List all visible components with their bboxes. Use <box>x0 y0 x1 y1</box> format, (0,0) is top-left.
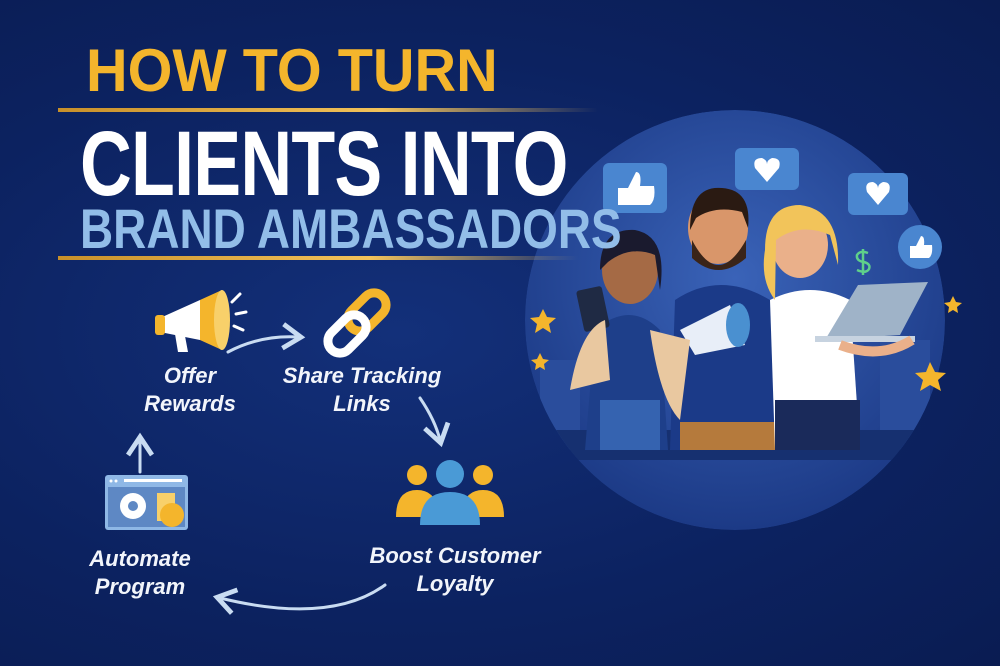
like-bubble-icon <box>603 163 667 213</box>
step-label-line: Offer <box>163 363 217 388</box>
arrow-links-to-loyalty <box>418 396 451 448</box>
title-line-3: BRAND AMBASSADORS <box>80 197 622 260</box>
hero-illustration <box>525 110 962 530</box>
title-line-2: CLIENTS INTO <box>80 113 568 215</box>
step-label-line: Share Tracking <box>282 363 442 388</box>
gold-divider-top <box>58 108 598 112</box>
step-label-line: Boost Customer <box>369 543 541 568</box>
like-circle-icon <box>898 225 942 269</box>
step-label-line: Program <box>94 574 186 599</box>
person-man-megaphone <box>650 187 790 450</box>
arrow-rewards-to-links <box>226 322 306 354</box>
flow-arrows <box>126 322 451 615</box>
arrow-loyalty-to-automate <box>212 583 387 615</box>
megaphone-icon <box>155 290 248 352</box>
step-label-line: Rewards <box>144 391 236 416</box>
link-icon <box>323 288 391 358</box>
star-icons <box>530 296 962 391</box>
step-automate-program: Automate Program <box>89 545 190 601</box>
step-offer-rewards: Offer Rewards <box>144 362 236 418</box>
gold-divider-bottom <box>58 256 578 260</box>
step-boost-customer-loyalty: Boost Customer Loyalty <box>369 542 540 598</box>
person-woman-phone <box>570 229 668 450</box>
person-woman-laptop <box>763 205 928 450</box>
step-label-line: Links <box>333 391 391 416</box>
heart-bubble-icon <box>735 148 799 190</box>
group-icon <box>396 460 504 525</box>
step-label-line: Loyalty <box>416 571 494 596</box>
settings-window-icon <box>105 475 188 530</box>
step-label-line: Automate <box>89 546 191 571</box>
title-line-1: HOW TO TURN <box>86 37 498 104</box>
step-share-tracking-links: Share Tracking Links <box>283 362 442 418</box>
dollar-icon <box>855 249 871 275</box>
heart-bubble-icon-2 <box>848 173 908 215</box>
